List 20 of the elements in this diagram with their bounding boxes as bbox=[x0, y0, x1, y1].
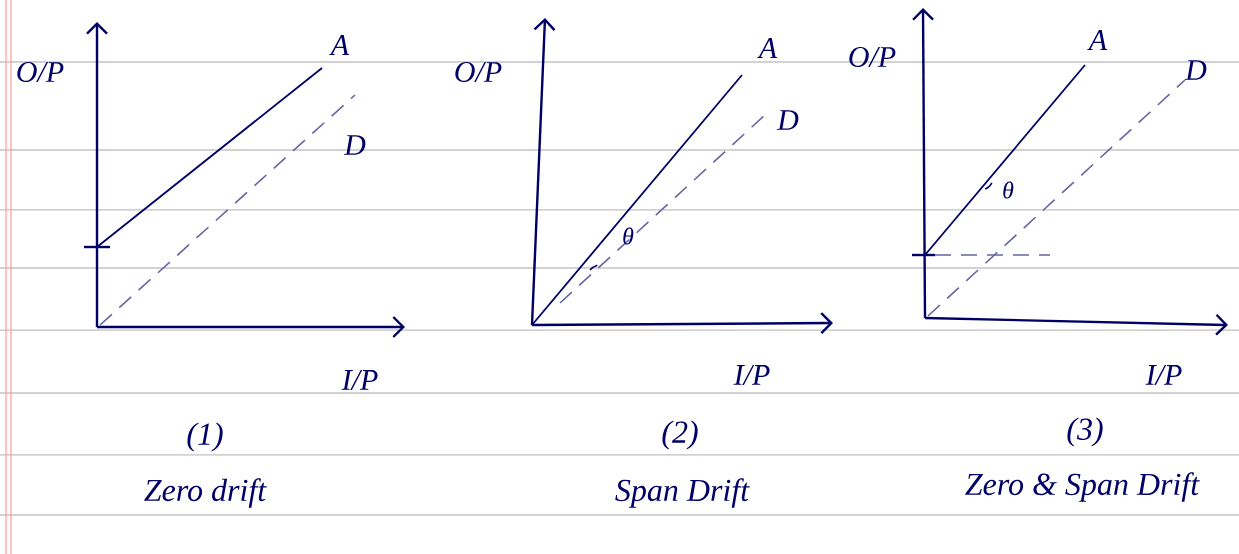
axis-label: I/P bbox=[733, 365, 770, 386]
figure-number: (1) bbox=[187, 422, 223, 452]
figure-caption: Zero drift bbox=[144, 478, 267, 508]
angle-label: θ bbox=[623, 227, 634, 245]
axis-label: I/P bbox=[1145, 365, 1182, 386]
line-label: A bbox=[757, 38, 778, 58]
axis-label: I/P bbox=[341, 370, 378, 391]
line-label: D bbox=[776, 110, 799, 130]
line-label: D bbox=[1184, 60, 1207, 80]
figure-caption: Zero & Span Drift bbox=[965, 472, 1200, 502]
axis-label: O/P bbox=[17, 61, 64, 83]
figure-number: (3) bbox=[1067, 417, 1103, 447]
axis-label: O/P bbox=[455, 61, 502, 83]
axis-label: O/P bbox=[849, 46, 896, 68]
angle-label: θ bbox=[1003, 181, 1014, 199]
figure-number: (2) bbox=[662, 420, 698, 450]
line-label: A bbox=[1087, 30, 1108, 50]
line-label: A bbox=[329, 35, 350, 55]
figure-caption: Span Drift bbox=[615, 478, 750, 508]
line-label: D bbox=[343, 135, 366, 155]
